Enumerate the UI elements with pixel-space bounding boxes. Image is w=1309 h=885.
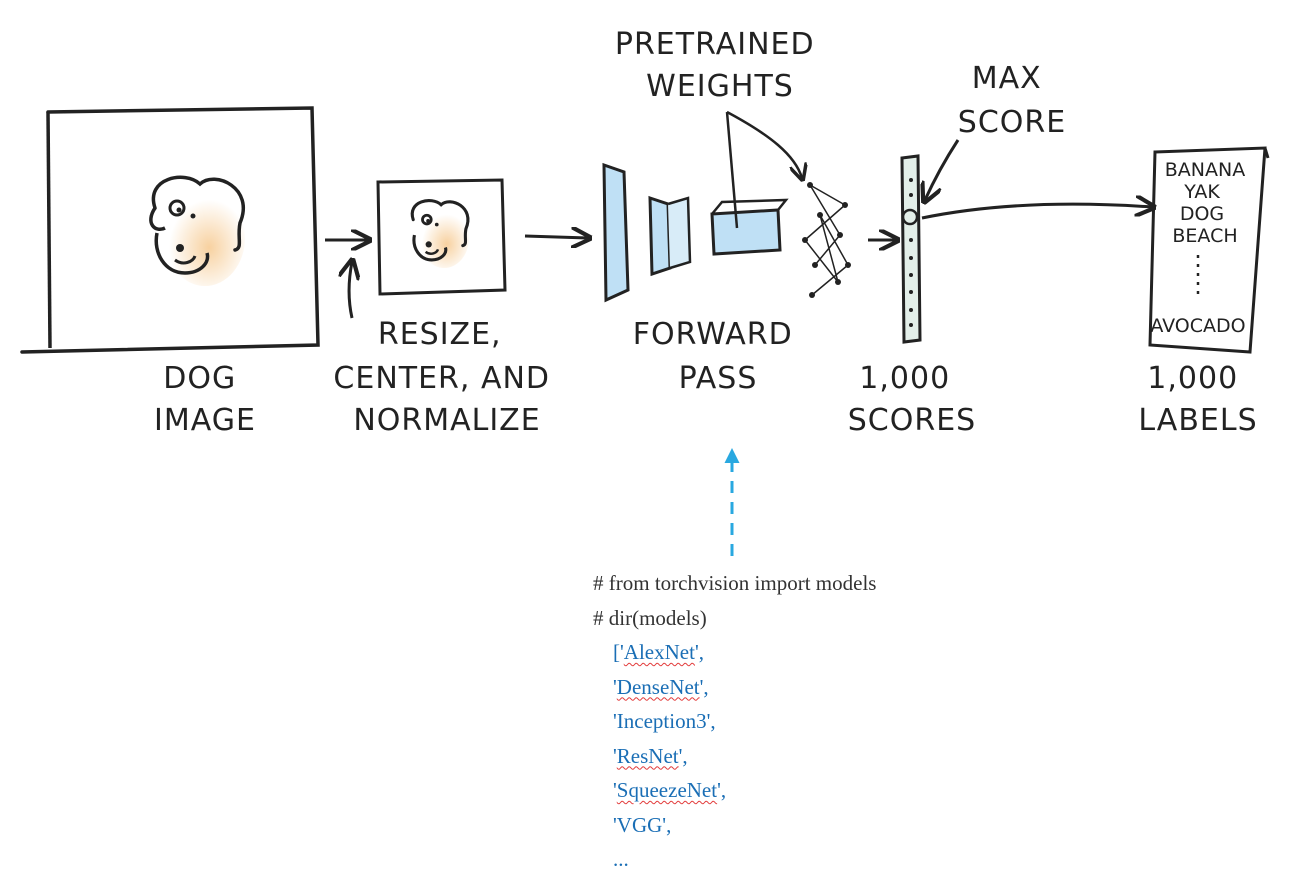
dog-face-icon: [149, 175, 245, 286]
caption-dog-image: DOG IMAGE: [154, 361, 256, 438]
caption-preprocess: RESIZE, CENTER, AND NORMALIZE: [333, 317, 560, 438]
label-item: AVOCADO: [1150, 315, 1245, 337]
model-item: 'ResNet',: [613, 743, 688, 768]
preprocessed-image-frame: [376, 178, 507, 296]
max-score-marker: [901, 208, 919, 226]
caption-labels: 1,000 LABELS: [1138, 361, 1257, 438]
model-item: 'DenseNet',: [613, 674, 709, 699]
label-item: DOG: [1180, 203, 1224, 225]
caption-forward-pass: FORWARD PASS: [633, 317, 804, 396]
labels-list-text: BANANA YAK DOG BEACH AVOCADO: [1150, 159, 1245, 337]
arrow-max-score: [925, 139, 960, 200]
arrow-weights-to-dense: [726, 110, 802, 178]
labels-list-frame: [1148, 146, 1270, 354]
caption-pretrained-weights: PRETRAINED WEIGHTS: [615, 27, 825, 104]
arrow-preprocess-loop: [349, 262, 352, 319]
code-comment-line: # dir(models): [593, 605, 707, 630]
model-item: ['AlexNet',: [613, 640, 704, 664]
arrow-to-network: [524, 236, 588, 238]
caption-max-score: MAX SCORE: [958, 61, 1066, 140]
scores-vector: [900, 154, 922, 344]
label-item: BANANA: [1165, 159, 1245, 181]
model-item: 'Inception3',: [613, 709, 716, 733]
code-snippet: # from torchvision import models # dir(m…: [593, 566, 876, 877]
dog-image-frame: [20, 106, 320, 354]
label-item: BEACH: [1172, 225, 1237, 247]
arrow-weights-to-conv: [725, 111, 739, 229]
arrow-to-labels: [921, 204, 1152, 220]
label-item: YAK: [1183, 181, 1220, 203]
model-item: 'SqueezeNet',: [613, 778, 727, 802]
caption-scores: 1,000 SCORES: [848, 361, 976, 438]
model-item: 'VGG',: [613, 812, 672, 837]
code-comment-line: # from torchvision import models: [593, 571, 877, 595]
neural-network-icon: [602, 162, 851, 303]
dog-face-small-icon: [410, 199, 470, 268]
model-item-ellipsis: ...: [613, 847, 629, 871]
